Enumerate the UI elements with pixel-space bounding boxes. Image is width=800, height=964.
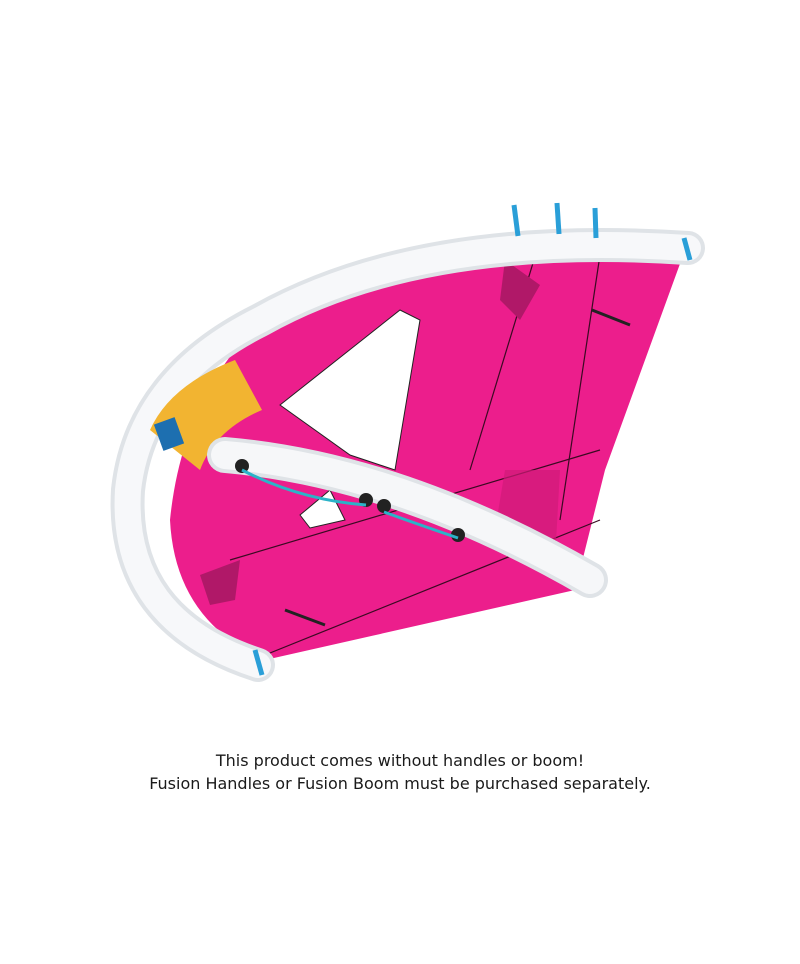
bungee-line bbox=[241, 468, 367, 507]
caption-line-2: Fusion Handles or Fusion Boom must be pu… bbox=[149, 774, 651, 793]
brand-logo-mark bbox=[200, 560, 240, 605]
valve-icon bbox=[153, 417, 185, 451]
product-caption: This product comes without handles or bo… bbox=[0, 749, 800, 795]
product-image-wing bbox=[110, 202, 705, 682]
bungee-line bbox=[383, 510, 459, 540]
window-panel bbox=[279, 309, 421, 471]
brand-logo-mark bbox=[500, 260, 540, 320]
caption-line-1: This product comes without handles or bo… bbox=[215, 751, 585, 770]
